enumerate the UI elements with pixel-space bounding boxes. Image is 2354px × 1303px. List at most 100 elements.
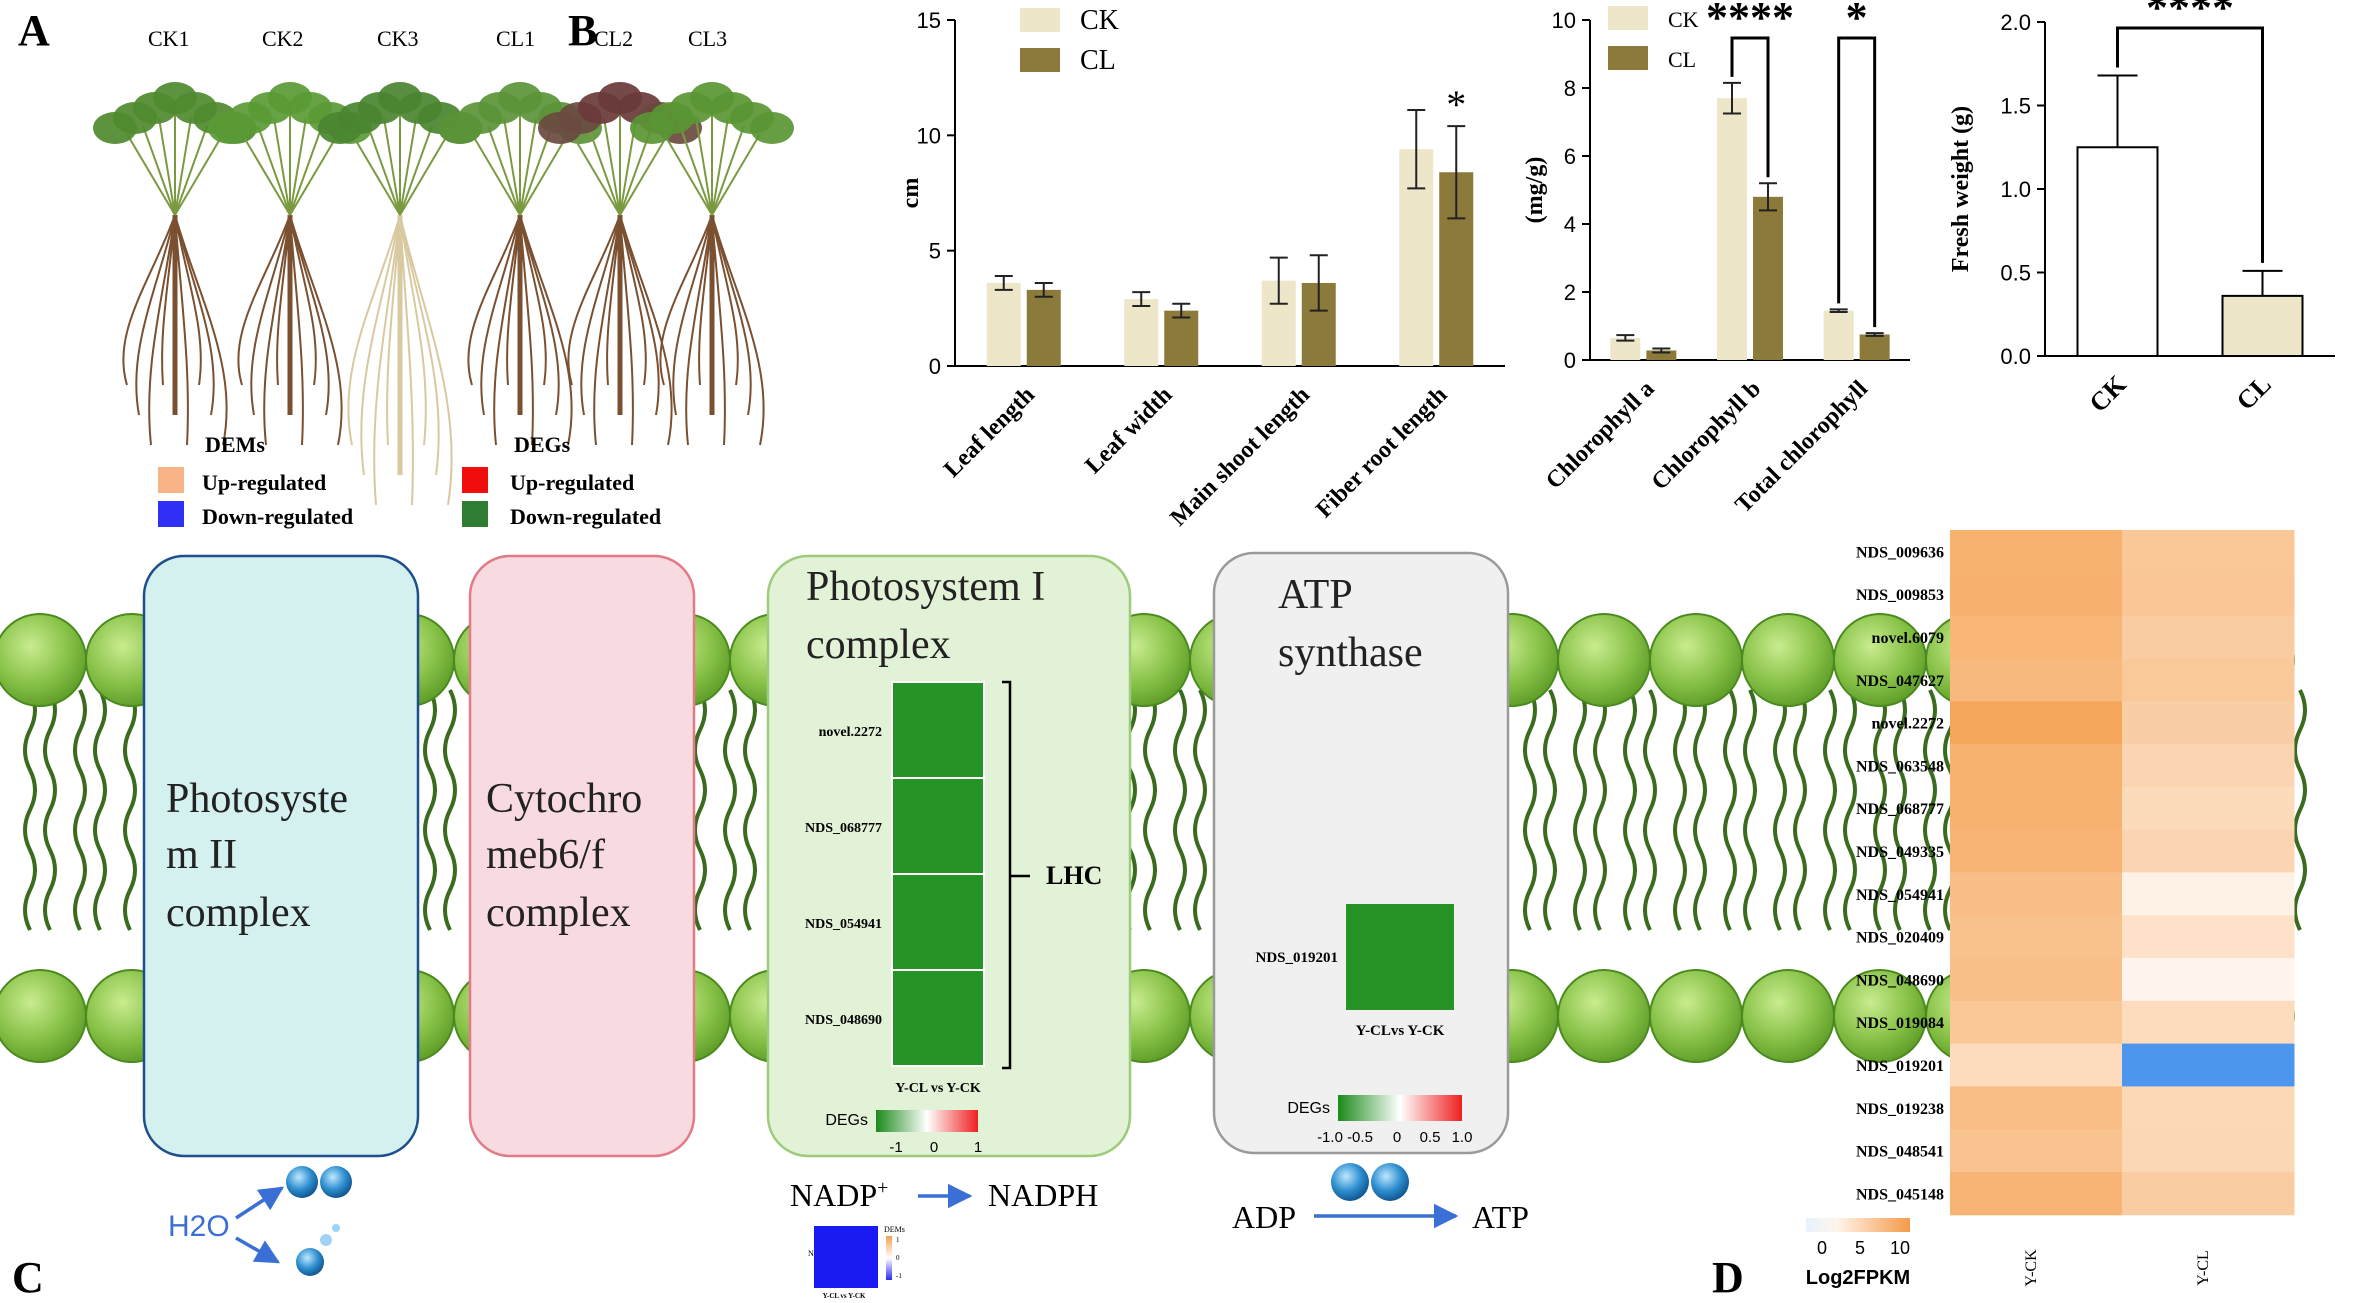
plant-photo — [93, 82, 794, 506]
bar — [2221, 294, 2304, 358]
y-tick-label: 10 — [1552, 8, 1576, 33]
plant-root — [399, 214, 440, 476]
plant-root — [519, 214, 560, 416]
heatmap-cell — [1950, 744, 2123, 788]
lipid-head-bottom — [0, 969, 87, 1063]
bar — [1717, 98, 1747, 360]
legend-swatch — [1608, 46, 1648, 70]
mini-colorbar — [886, 1236, 892, 1280]
y-tick-label: 4 — [1564, 212, 1576, 237]
dems-down-label: Down-regulated — [202, 504, 353, 529]
heatmap-cell — [1950, 829, 2123, 873]
plant-root — [711, 214, 752, 416]
heatmap-cell — [1950, 786, 2123, 831]
plant-root — [659, 214, 713, 386]
plant-stem — [257, 125, 291, 216]
psi-colorbar-tick: 0 — [930, 1139, 938, 1156]
mini-colorbar-tick: 1 — [896, 1236, 900, 1244]
y-tick-label: 0.0 — [2000, 344, 2031, 369]
psi-heat-cell — [891, 969, 985, 1067]
plant-root — [174, 214, 215, 416]
lipid-head-bottom — [1557, 969, 1651, 1063]
mini-colorbar-tick: 0 — [896, 1254, 900, 1262]
plant-stem — [174, 117, 192, 216]
y-tick-label: 8 — [1564, 76, 1576, 101]
heatmap-row-label: NDS_048690 — [1856, 972, 1944, 989]
heatmap-cell — [1950, 701, 2123, 745]
significance-label: * — [1846, 0, 1868, 42]
degs-up-label: Up-regulated — [510, 470, 634, 495]
significance-bracket — [1837, 36, 1877, 328]
heatmap-row-label: NDS_019201 — [1856, 1058, 1944, 1075]
fpkm-colorbar-tick: 10 — [1890, 1238, 1910, 1258]
plant-root — [593, 214, 621, 446]
y-tick-label: 1.5 — [2000, 94, 2031, 119]
heatmap-cell — [1950, 658, 2123, 702]
plant-2 — [208, 82, 372, 446]
fpkm-colorbar-tick: 0 — [1817, 1238, 1827, 1258]
regulation-legend: DEMs Up-regulated Down-regulated DEGs Up… — [158, 432, 661, 529]
plant-3 — [318, 82, 482, 506]
heatmap-row-label: novel.2272 — [1872, 716, 1944, 733]
plant-stem — [711, 133, 761, 216]
plant-stem — [711, 125, 745, 216]
nadph-label: NADPH — [988, 1177, 1098, 1213]
bar — [2076, 146, 2159, 357]
plant-root — [619, 214, 673, 446]
plant-stem — [519, 125, 553, 216]
plant-6 — [630, 82, 794, 446]
plant-root — [399, 214, 427, 446]
atp-caption: Y-CLvs Y-CK — [1356, 1023, 1445, 1039]
heatmap-cell — [1950, 1043, 2123, 1087]
psi-caption: Y-CL vs Y-CK — [895, 1081, 981, 1096]
lipid-tail — [1573, 689, 1587, 931]
sample-label: CL2 — [594, 26, 633, 51]
heatmap-cell — [2122, 572, 2295, 617]
bar — [1164, 310, 1199, 366]
heatmap-cell — [1950, 572, 2123, 617]
water-arrow-down — [235, 1236, 281, 1264]
panel-label-d: D — [1712, 1253, 1744, 1302]
heatmap-row-label: NDS_009636 — [1856, 544, 1944, 561]
heatmap-cell — [2122, 744, 2295, 788]
atp-colorbar-tick: 0 — [1393, 1129, 1401, 1146]
plant-root — [174, 214, 228, 446]
plant-stem — [503, 117, 521, 216]
y-tick-label: 15 — [917, 8, 941, 33]
plant-stem — [289, 125, 323, 216]
lipid-tail — [1923, 689, 1937, 931]
lipid-head-bottom — [1649, 969, 1743, 1063]
y-axis-label: (mg/g) — [1522, 157, 1548, 224]
atp-title: ATP synthase — [1278, 572, 1423, 676]
significance-label: **** — [2146, 0, 2234, 32]
plant-root — [619, 214, 634, 446]
heatmap-row-label: NDS_019238 — [1856, 1101, 1944, 1118]
y-tick-label: 10 — [917, 123, 941, 148]
lipid-tail — [723, 689, 737, 931]
plant-stem — [711, 117, 729, 216]
psi-legend-title: DEGs — [825, 1112, 868, 1129]
y-tick-label: 0 — [1564, 348, 1576, 373]
psi-heat-cell — [891, 681, 985, 779]
atp-colorbar-tick: -0.5 — [1347, 1129, 1373, 1146]
hydrogen-molecule-icon — [320, 1166, 352, 1198]
degs-legend-title: DEGs — [514, 432, 571, 457]
sample-label: CK2 — [262, 26, 304, 51]
y-tick-label: 2 — [1564, 280, 1576, 305]
bar — [1646, 350, 1677, 360]
dems-up-swatch — [158, 467, 184, 493]
bar — [1026, 289, 1061, 366]
x-tick-label: CK — [2084, 369, 2133, 418]
hydrogen-molecule-icon — [286, 1166, 318, 1198]
plant-stem — [142, 125, 176, 216]
sample-label: CL1 — [496, 26, 535, 51]
psi-colorbar — [876, 1110, 978, 1132]
psi-gene-label: NDS_054941 — [805, 917, 882, 932]
plant-5 — [538, 82, 702, 446]
legend-swatch — [1608, 6, 1648, 30]
heatmap-cell — [2122, 786, 2295, 831]
lipid-tail — [1523, 689, 1537, 931]
psii-box — [142, 554, 420, 1158]
